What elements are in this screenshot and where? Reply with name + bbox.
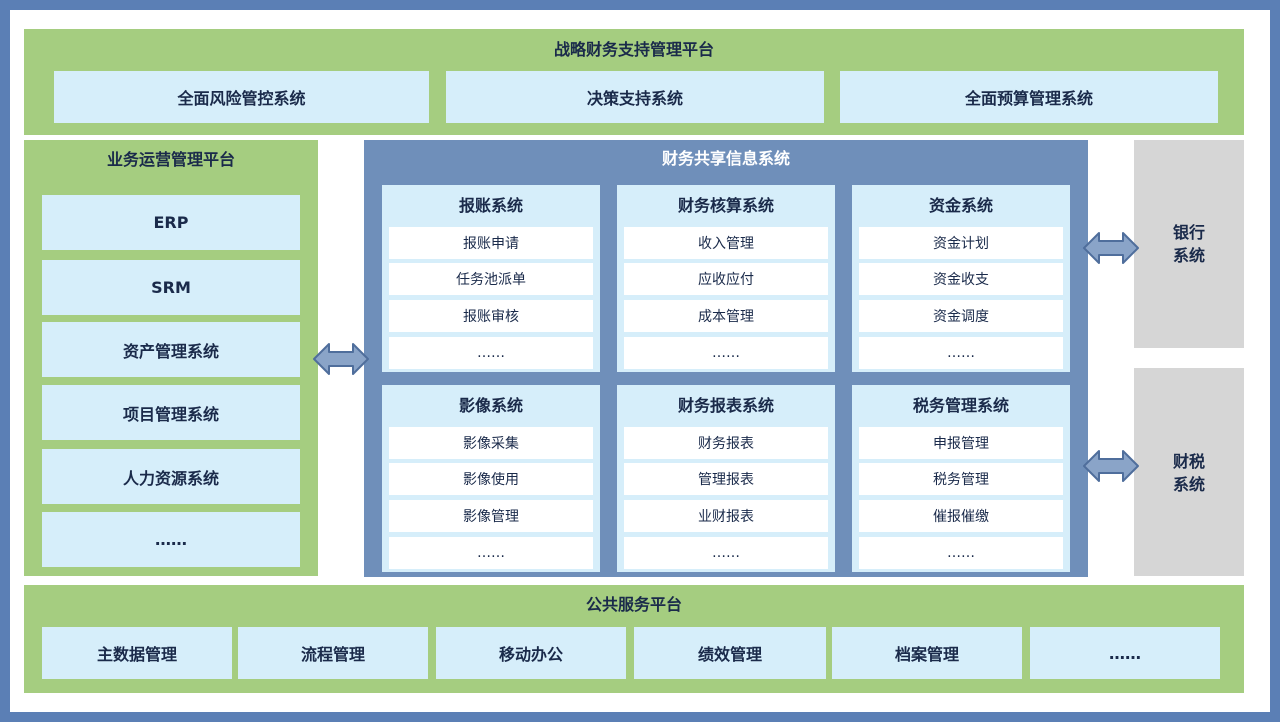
tax-management-module: 税务管理系统 申报管理 税务管理 催报催缴 …… (852, 385, 1070, 572)
tax-system: 财税 系统 (1134, 368, 1244, 576)
bank-system: 银行 系统 (1134, 140, 1244, 348)
strategic-platform: 战略财务支持管理平台 全面风险管控系统 决策支持系统 全面预算管理系统 (24, 29, 1244, 135)
hr-system: 人力资源系统 (42, 449, 300, 504)
project-management-system: 项目管理系统 (42, 385, 300, 440)
public-service-platform: 公共服务平台 主数据管理 流程管理 移动办公 绩效管理 档案管理 …… (24, 585, 1244, 693)
module-item: 收入管理 (624, 227, 828, 259)
module-item: 影像采集 (389, 427, 593, 459)
bank-system-label-1: 银行 (1172, 223, 1205, 242)
strategic-platform-title: 战略财务支持管理平台 (553, 40, 714, 59)
module-item: 报账审核 (389, 300, 593, 332)
risk-control-system: 全面风险管控系统 (54, 71, 429, 123)
reimbursement-module: 报账系统 报账申请 任务池派单 报账审核 …… (382, 185, 600, 372)
module-item: …… (389, 337, 593, 369)
module-item: 报账申请 (389, 227, 593, 259)
double-arrow-icon (313, 343, 369, 375)
module-item: 资金计划 (859, 227, 1063, 259)
module-title: 财务报表系统 (677, 396, 774, 415)
mobile-office: 移动办公 (436, 627, 626, 679)
public-service-title: 公共服务平台 (585, 595, 682, 614)
business-platform-title: 业务运营管理平台 (106, 150, 235, 169)
master-data-management: 主数据管理 (42, 627, 232, 679)
shared-service-title: 财务共享信息系统 (661, 149, 790, 168)
module-item: 财务报表 (624, 427, 828, 459)
public-more: …… (1030, 627, 1220, 679)
reporting-module: 财务报表系统 财务报表 管理报表 业财报表 …… (617, 385, 835, 572)
module-item: 业财报表 (624, 500, 828, 532)
tax-system-label-1: 财税 (1172, 452, 1205, 471)
double-arrow-icon (1083, 232, 1139, 264)
module-title: 财务核算系统 (677, 196, 774, 215)
performance-management: 绩效管理 (634, 627, 826, 679)
module-item: 成本管理 (624, 300, 828, 332)
module-item: 影像管理 (389, 500, 593, 532)
erp-system: ERP (42, 195, 300, 250)
module-item: …… (859, 337, 1063, 369)
business-more: …… (42, 512, 300, 567)
srm-system: SRM (42, 260, 300, 315)
process-management: 流程管理 (238, 627, 428, 679)
accounting-module: 财务核算系统 收入管理 应收应付 成本管理 …… (617, 185, 835, 372)
treasury-module: 资金系统 资金计划 资金收支 资金调度 …… (852, 185, 1070, 372)
module-item: …… (859, 537, 1063, 569)
module-item: 管理报表 (624, 463, 828, 495)
module-item: 税务管理 (859, 463, 1063, 495)
module-item: 申报管理 (859, 427, 1063, 459)
module-item: 应收应付 (624, 263, 828, 295)
asset-management-system: 资产管理系统 (42, 322, 300, 377)
decision-support-system: 决策支持系统 (446, 71, 824, 123)
module-title: 报账系统 (458, 196, 523, 215)
module-item: …… (624, 537, 828, 569)
imaging-module: 影像系统 影像采集 影像使用 影像管理 …… (382, 385, 600, 572)
module-item: …… (624, 337, 828, 369)
module-item: 资金收支 (859, 263, 1063, 295)
module-item: …… (389, 537, 593, 569)
budget-management-system: 全面预算管理系统 (840, 71, 1218, 123)
business-platform: 业务运营管理平台 ERP SRM 资产管理系统 项目管理系统 人力资源系统 …… (24, 140, 318, 576)
archive-management: 档案管理 (832, 627, 1022, 679)
module-title: 资金系统 (928, 196, 993, 215)
module-title: 税务管理系统 (912, 396, 1009, 415)
module-item: 影像使用 (389, 463, 593, 495)
double-arrow-icon (1083, 450, 1139, 482)
tax-system-label-2: 系统 (1172, 475, 1205, 494)
module-item: 任务池派单 (389, 263, 593, 295)
module-title: 影像系统 (458, 396, 523, 415)
bank-system-label-2: 系统 (1172, 246, 1205, 265)
module-item: 催报催缴 (859, 500, 1063, 532)
module-item: 资金调度 (859, 300, 1063, 332)
